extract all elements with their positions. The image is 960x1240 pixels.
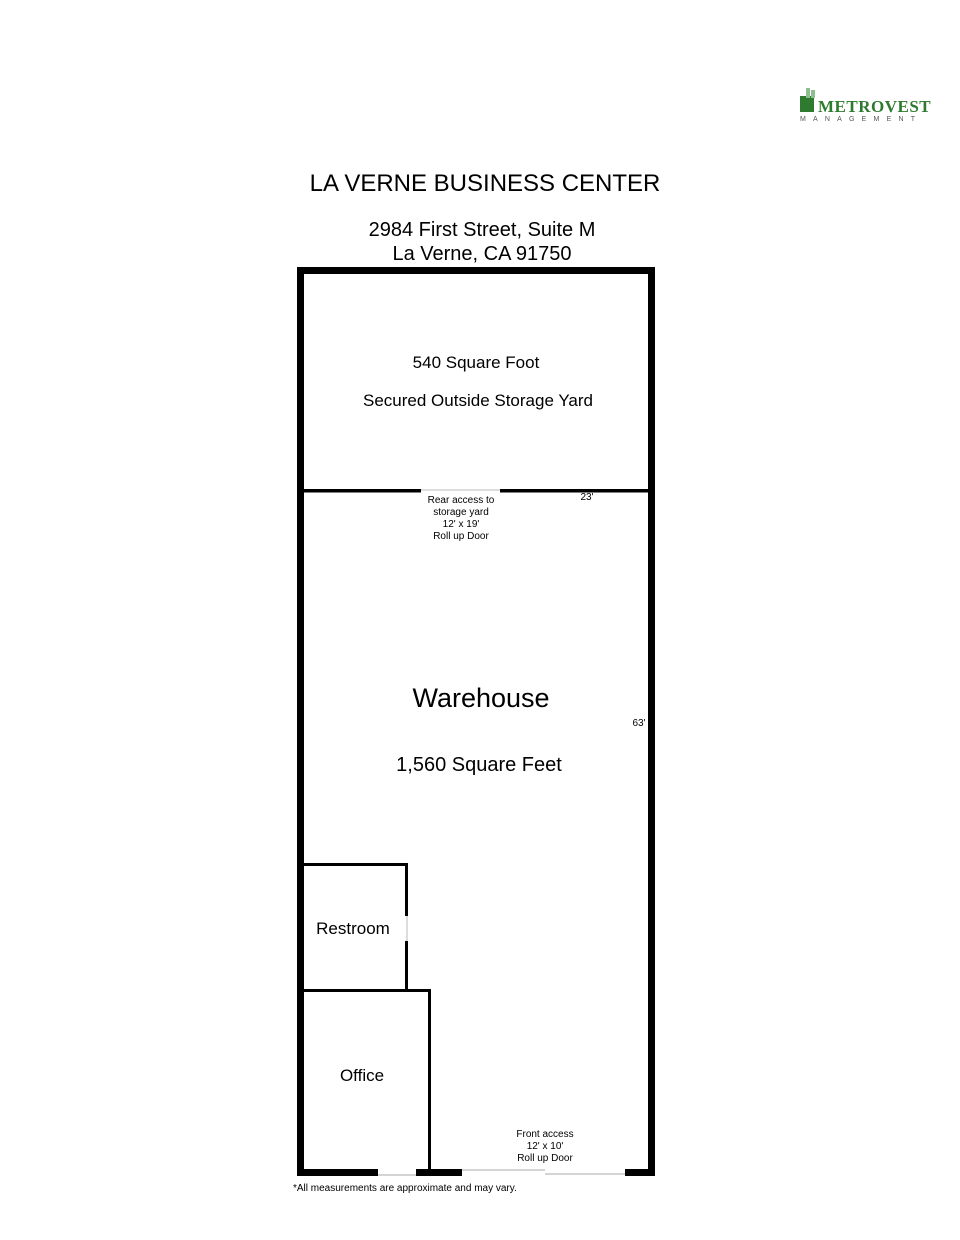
restroom-wall: [405, 941, 408, 991]
right-wall: [648, 267, 655, 1176]
bottom-wall: [297, 1169, 378, 1176]
front-door-line: Front access: [516, 1129, 574, 1140]
width-dimension: 23': [580, 492, 594, 503]
rear-door-line: storage yard: [433, 507, 489, 518]
front-door-type: Roll up Door: [517, 1153, 573, 1164]
bottom-wall: [625, 1169, 655, 1176]
bottom-wall: [416, 1169, 462, 1176]
warehouse-label: Warehouse: [412, 683, 550, 713]
rear-door-type: Roll up Door: [433, 531, 489, 542]
top-wall: [297, 267, 655, 274]
page-title: LA VERNE BUSINESS CENTER: [309, 170, 661, 197]
left-wall: [297, 267, 304, 1176]
storage-divider-wall: [300, 489, 421, 493]
address-line2: La Verne, CA 91750: [392, 243, 572, 265]
logo-subtitle: MANAGEMENT: [800, 116, 923, 123]
office-wall: [428, 989, 431, 1174]
length-dimension: 63': [632, 718, 646, 729]
restroom-wall: [405, 863, 408, 916]
rear-door-line: Rear access to: [427, 495, 495, 506]
front-door-size: 12' x 10': [526, 1141, 564, 1152]
front-door-label: Front access 12' x 10' Roll up Door: [516, 1129, 573, 1165]
footnote: *All measurements are approximate and ma…: [293, 1183, 517, 1194]
rear-door-label: Rear access to storage yard 12' x 19' Ro…: [428, 495, 495, 543]
address-line1: 2984 First Street, Suite M: [368, 219, 596, 241]
storage-divider-wall: [500, 489, 650, 493]
office-label: Office: [339, 1066, 385, 1085]
rear-door-size: 12' x 19': [442, 519, 480, 530]
restroom-label: Restroom: [316, 919, 390, 938]
logo-text: METROVEST: [818, 97, 932, 116]
office-wall: [300, 989, 431, 992]
warehouse-area: 1,560 Square Feet: [396, 754, 562, 776]
storage-yard-area: 540 Square Foot: [412, 353, 540, 372]
restroom-wall: [300, 863, 408, 866]
storage-yard-label: Secured Outside Storage Yard: [363, 391, 593, 410]
